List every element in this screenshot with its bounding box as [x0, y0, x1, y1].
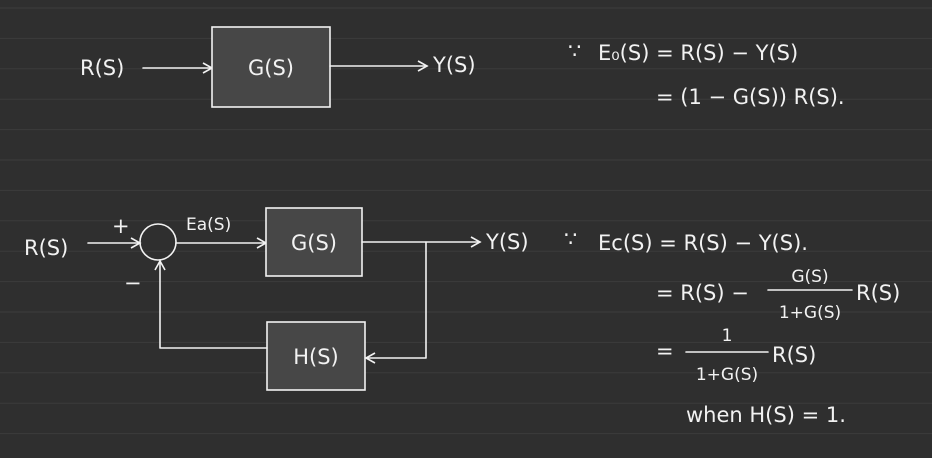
feedback-h-block: [266, 321, 366, 391]
summing-junction: [139, 223, 177, 261]
equation-2-numerator: G(S): [791, 267, 828, 287]
bottom-equation-line-1: Ec(S) = R(S) − Y(S).: [598, 231, 808, 255]
feedback-h-label: H(S): [293, 345, 339, 369]
summing-minus-sign: −: [124, 271, 142, 295]
bottom-therefore-symbol: ∵: [564, 227, 577, 251]
top-equation-line-1: E₀(S) = R(S) − Y(S): [598, 41, 798, 65]
ruled-lines: [0, 7, 932, 435]
top-g-label: G(S): [248, 56, 294, 80]
condition-text: when H(S) = 1.: [686, 403, 846, 427]
bottom-input-label: R(S): [24, 236, 68, 260]
summing-plus-sign: +: [112, 214, 130, 238]
top-output-label: Y(S): [432, 53, 476, 77]
equation-3-suffix: R(S): [772, 343, 816, 367]
equation-2-suffix: R(S): [856, 281, 900, 305]
equation-3-denominator: 1+G(S): [696, 365, 758, 385]
bottom-output-label: Y(S): [485, 230, 529, 254]
closed-loop-diagram: R(S) + − Ea(S) G(S) Y(S) H(S): [24, 207, 529, 391]
top-therefore-symbol: ∵: [568, 39, 581, 63]
open-loop-equations: ∵ E₀(S) = R(S) − Y(S) = (1 − G(S)) R(S).: [568, 39, 845, 109]
forward-g-label: G(S): [291, 231, 337, 255]
equation-2-denominator: 1+G(S): [779, 303, 841, 323]
feedback-path-to-junction: [154, 259, 268, 349]
equation-3-numerator: 1: [722, 326, 733, 346]
equation-3-prefix: =: [656, 339, 674, 363]
top-g-block: [211, 26, 331, 108]
error-signal-label: Ea(S): [186, 215, 231, 235]
top-equation-line-2: = (1 − G(S)) R(S).: [656, 85, 845, 109]
forward-g-block: [265, 207, 363, 277]
open-loop-diagram: R(S) G(S) Y(S): [80, 26, 476, 108]
closed-loop-equations: ∵ Ec(S) = R(S) − Y(S). = R(S) − G(S) 1+G…: [564, 227, 900, 427]
feedback-path-to-h: [364, 241, 427, 364]
top-input-label: R(S): [80, 56, 124, 80]
equation-2-prefix: = R(S) −: [656, 281, 749, 305]
